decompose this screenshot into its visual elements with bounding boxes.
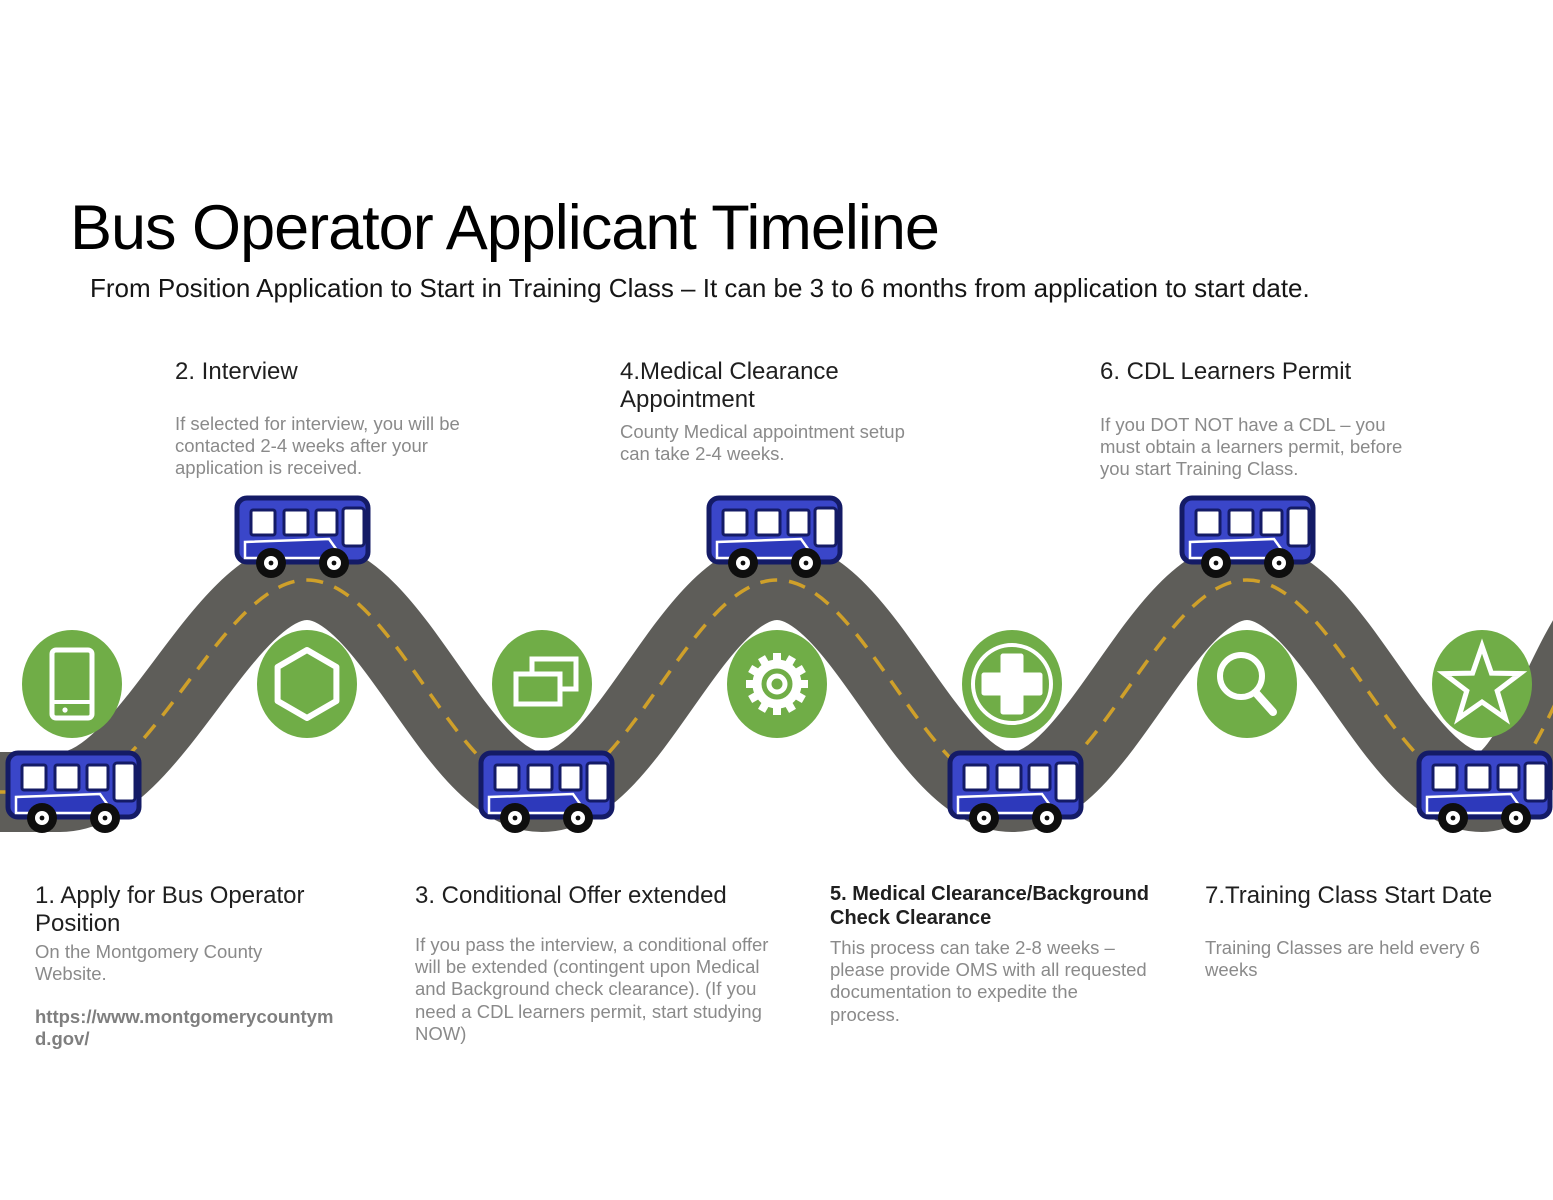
step-3: 3. Conditional Offer extended If you pas… [415,882,795,1045]
step-heading: 7.Training Class Start Date [1205,882,1493,909]
smartphone-icon [22,630,122,738]
step-heading: 3. Conditional Offer extended [415,882,727,909]
step-2: 2. Interview If selected for interview, … [175,358,475,480]
step-heading: 6. CDL Learners Permit [1100,358,1352,385]
page-subtitle: From Position Application to Start in Tr… [90,273,1310,303]
website-link[interactable]: https://www.montgomerycountymd.gov/ [35,1005,334,1049]
step-4: 4.Medical Clearance Appointment County M… [620,358,935,466]
step-body: If selected for interview, you will be c… [175,413,460,479]
step-body: County Medical appointment setup can tak… [620,421,905,465]
step-body: This process can take 2-8 weeks – please… [830,937,1147,1025]
step-heading: 2. Interview [175,358,298,385]
page-title: Bus Operator Applicant Timeline [70,193,940,263]
step-body: If you pass the interview, a conditional… [415,934,769,1044]
step-heading: 4.Medical Clearance Appointment [620,358,839,414]
step-body: On the Montgomery County Website. [35,941,263,985]
gear-icon [727,630,827,738]
step-body: If you DOT NOT have a CDL – you must obt… [1100,414,1403,480]
step-5: 5. Medical Clearance/Background Check Cl… [830,882,1152,1026]
documents-icon [492,630,592,738]
step-6: 6. CDL Learners Permit If you DOT NOT ha… [1100,358,1430,481]
star-icon [1432,630,1532,738]
step-heading: 1. Apply for Bus Operator Position [35,882,305,938]
magnifier-icon [1197,630,1297,738]
medical-cross-icon [962,630,1062,738]
step-body: Training Classes are held every 6 weeks [1205,937,1480,981]
step-heading: 5. Medical Clearance/Background Check Cl… [830,883,1150,929]
hexagon-icon [257,630,357,738]
step-7: 7.Training Class Start Date Training Cla… [1205,882,1515,981]
step-1: 1. Apply for Bus Operator Position On th… [35,882,335,1050]
